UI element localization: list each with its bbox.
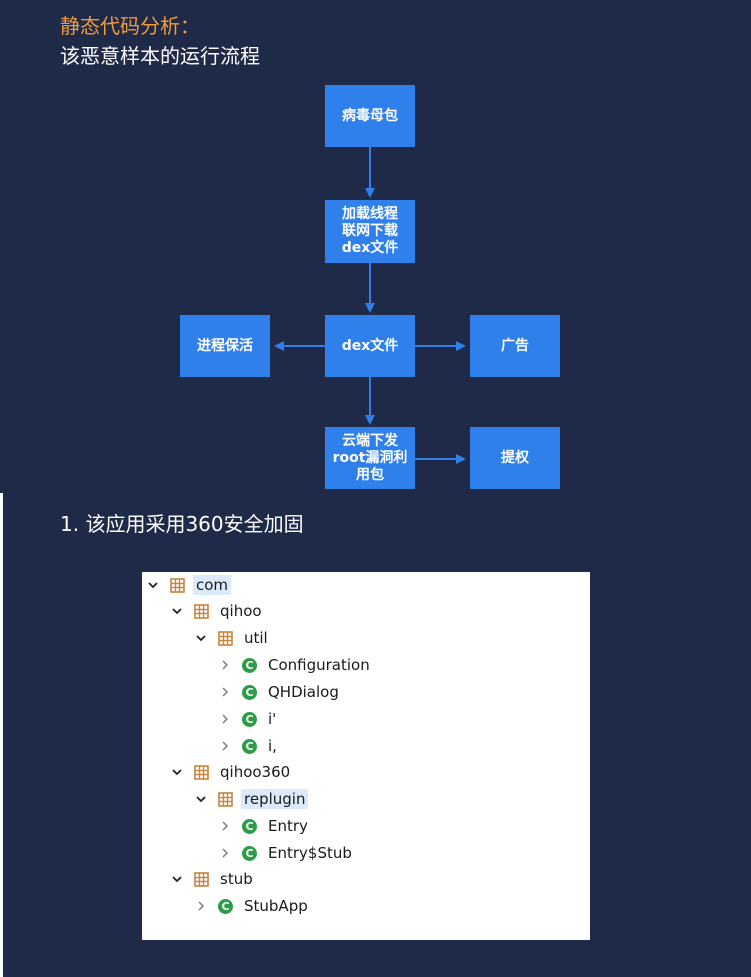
tree-item-label: util: [244, 629, 268, 647]
tree-item-label: qihoo: [220, 602, 262, 620]
tree-item-label: i': [268, 710, 277, 728]
tree-class-row[interactable]: C StubApp: [194, 894, 311, 918]
package-icon: [218, 630, 233, 646]
class-icon: C: [242, 818, 257, 834]
tree-package-row[interactable]: qihoo: [170, 599, 265, 623]
node-dex-file: dex文件: [325, 315, 415, 377]
chevron-down-icon[interactable]: [170, 604, 184, 618]
tree-package-row[interactable]: qihoo360: [170, 760, 293, 784]
package-icon: [218, 791, 233, 807]
chevron-right-icon[interactable]: [218, 658, 232, 672]
tree-item-label: QHDialog: [268, 683, 339, 701]
chevron-down-icon[interactable]: [170, 765, 184, 779]
tree-item-label: stub: [220, 870, 253, 888]
tree-item-label: Entry$Stub: [268, 844, 352, 862]
class-icon: C: [242, 738, 257, 754]
class-icon: C: [242, 711, 257, 727]
tree-item-label: com: [193, 575, 232, 595]
class-icon: C: [242, 657, 257, 673]
tree-package-row[interactable]: com: [146, 573, 232, 597]
node-virus-parent: 病毒母包: [325, 85, 415, 147]
tree-item-label: i,: [268, 737, 277, 755]
tree-item-label: Entry: [268, 817, 308, 835]
tree-item-label: StubApp: [244, 897, 308, 915]
node-ads: 广告: [470, 315, 560, 377]
node-cloud-root: 云端下发 root漏洞利 用包: [325, 427, 415, 489]
tree-class-row[interactable]: C Entry$Stub: [218, 841, 355, 865]
tree-item-label: Configuration: [268, 656, 370, 674]
tree-item-label: replugin: [241, 789, 309, 809]
package-icon: [194, 603, 209, 619]
divider: [0, 493, 3, 977]
chevron-down-icon[interactable]: [170, 872, 184, 886]
chevron-right-icon[interactable]: [194, 899, 208, 913]
chevron-right-icon[interactable]: [218, 712, 232, 726]
flow-title: 该恶意样本的运行流程: [60, 44, 260, 68]
tree-class-row[interactable]: C Configuration: [218, 653, 373, 677]
class-icon: C: [242, 845, 257, 861]
tree-package-row[interactable]: replugin: [194, 787, 309, 811]
flow-arrows: [274, 147, 466, 464]
node-keepalive: 进程保活: [180, 315, 270, 377]
chevron-down-icon[interactable]: [194, 631, 208, 645]
chevron-right-icon[interactable]: [218, 739, 232, 753]
tree-class-row[interactable]: C Entry: [218, 814, 311, 838]
chevron-down-icon[interactable]: [146, 578, 160, 592]
tree-package-row[interactable]: stub: [170, 867, 256, 891]
chevron-right-icon[interactable]: [218, 819, 232, 833]
class-icon: C: [242, 684, 257, 700]
node-privilege: 提权: [470, 427, 560, 489]
node-load-thread: 加载线程 联网下载 dex文件: [325, 200, 415, 263]
package-icon: [194, 871, 209, 887]
section-title: 静态代码分析：: [60, 14, 200, 38]
chevron-right-icon[interactable]: [218, 846, 232, 860]
tree-class-row[interactable]: C QHDialog: [218, 680, 342, 704]
section-heading: 1. 该应用采用360安全加固: [60, 512, 304, 536]
package-icon: [194, 764, 209, 780]
tree-package-row[interactable]: util: [194, 626, 271, 650]
package-icon: [170, 577, 185, 593]
tree-item-label: qihoo360: [220, 763, 291, 781]
chevron-right-icon[interactable]: [218, 685, 232, 699]
chevron-down-icon[interactable]: [194, 792, 208, 806]
class-icon: C: [218, 898, 233, 914]
